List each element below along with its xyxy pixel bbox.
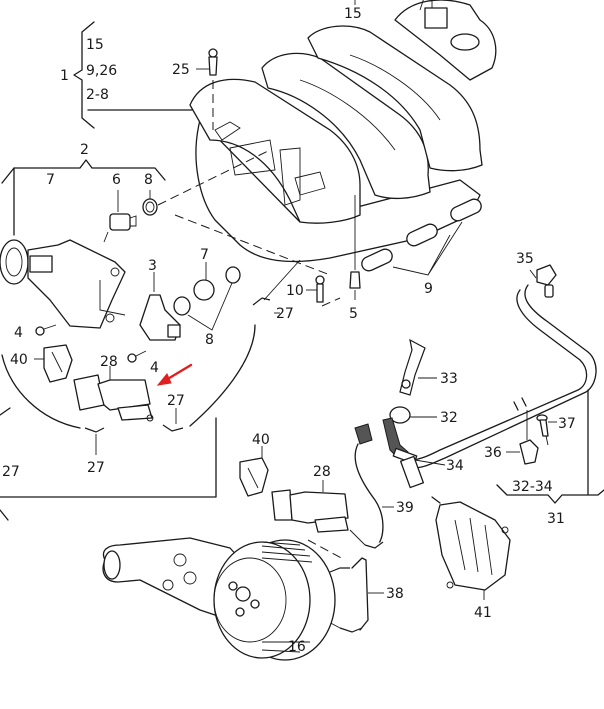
group-1-item: 2-8	[86, 87, 109, 103]
callout-36: 36	[484, 445, 502, 461]
callout-27d: 27	[2, 464, 20, 480]
callout-39: 39	[396, 500, 414, 516]
callout-5: 5	[349, 306, 358, 322]
bolt-4b	[127, 350, 147, 363]
hose-assembly-32-34	[382, 338, 446, 489]
plug-5	[349, 195, 361, 300]
callout-28a: 28	[100, 354, 118, 370]
bracket-40b	[239, 446, 269, 497]
vacuum-line	[189, 324, 256, 427]
group-2-brace	[1, 159, 166, 184]
solenoid-valve-28b	[271, 480, 349, 533]
group-31-sublabel: 32-34	[512, 479, 553, 495]
callout-34: 34	[446, 458, 464, 474]
callout-27a: 27	[87, 460, 105, 476]
bolt-37	[536, 414, 557, 446]
callout-40b: 40	[252, 432, 270, 448]
sensor-6	[103, 190, 137, 243]
sensor-3	[139, 272, 181, 341]
callout-33: 33	[440, 371, 458, 387]
vacuum-pipe-31	[409, 264, 597, 469]
valve-7	[173, 262, 241, 331]
manifold-gaskets	[361, 198, 482, 276]
callout-3: 3	[148, 258, 157, 274]
callout-9: 9	[424, 281, 433, 297]
hose-38	[307, 539, 384, 633]
group-1-brace	[73, 21, 193, 129]
callout-27b: 27	[167, 393, 185, 409]
callout-25: 25	[172, 62, 190, 78]
callout-38: 38	[386, 586, 404, 602]
pump-pulley	[102, 537, 336, 661]
screw-10	[306, 275, 341, 307]
frame-line	[0, 407, 11, 416]
callout-10: 10	[286, 283, 304, 299]
callout-16: 16	[288, 639, 306, 655]
hose-27	[84, 427, 105, 433]
callout-32: 32	[440, 410, 458, 426]
callout-8b: 8	[205, 332, 214, 348]
callout-27c: 27	[276, 306, 294, 322]
oring-8	[142, 190, 158, 216]
callout-37: 37	[558, 416, 576, 432]
callout-35: 35	[516, 251, 534, 267]
red-arrow-icon	[156, 363, 193, 386]
clip-36	[506, 410, 539, 465]
callout-4b: 4	[150, 360, 159, 376]
actuator-7	[0, 239, 126, 329]
group-1-item: 9,26	[86, 63, 117, 79]
callout-15: 15	[344, 6, 362, 22]
group-31-brace	[496, 484, 604, 504]
callout-8: 8	[144, 172, 153, 188]
callout-41: 41	[474, 605, 492, 621]
bracket-40a	[34, 344, 73, 383]
group-1-label: 1	[60, 68, 69, 84]
group-2-label: 2	[80, 142, 89, 158]
frame-line	[0, 509, 9, 521]
group-31-label: 31	[547, 511, 565, 527]
vacuum-line	[1, 354, 81, 429]
hose-27	[162, 424, 184, 432]
callout-4a: 4	[14, 325, 23, 341]
callout-28b: 28	[313, 464, 331, 480]
bolt-25	[196, 48, 218, 130]
hose-27	[252, 297, 271, 306]
callout-7: 7	[46, 172, 55, 188]
hose-39	[349, 423, 394, 549]
frame-line	[0, 417, 217, 498]
callout-40a: 40	[10, 352, 28, 368]
intake-manifold	[189, 0, 497, 263]
group-1-item: 15	[86, 37, 104, 53]
callout-6: 6	[112, 172, 121, 188]
callout-7b: 7	[200, 247, 209, 263]
vacuum-pump-41	[431, 496, 511, 600]
solenoid-valve-28a	[73, 366, 154, 422]
bolt-4a	[35, 324, 57, 336]
